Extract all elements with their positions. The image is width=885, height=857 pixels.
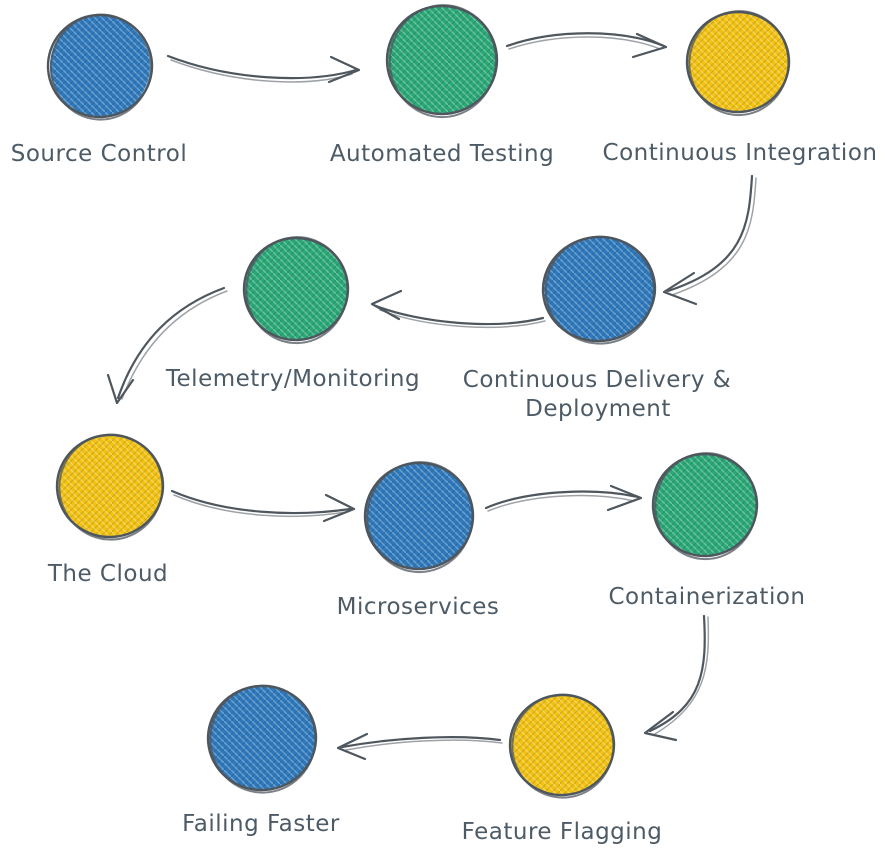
- source-control-label: Source Control: [11, 141, 187, 167]
- continuous-integration-node: [685, 10, 791, 117]
- arrow-feature-flagging-to-failing-faster: [336, 732, 503, 761]
- telemetry-monitoring-label: Telemetry/Monitoring: [165, 366, 420, 392]
- arrow-source-control-to-automated-testing: [166, 54, 361, 84]
- arrow-the-cloud-to-microservices: [170, 489, 356, 523]
- arrow-continuous-delivery-deployment-to-telemetry-monitoring: [370, 289, 546, 329]
- containerization-label: Containerization: [608, 584, 805, 610]
- continuous-delivery-deployment-label-line2: Deployment: [525, 396, 671, 422]
- the-cloud-label: The Cloud: [47, 561, 168, 587]
- source-control-node: [46, 13, 154, 121]
- continuous-delivery-deployment-node: [541, 235, 657, 345]
- arrow-microservices-to-containerization: [484, 484, 643, 512]
- arrow-continuous-integration-to-continuous-delivery-deployment: [662, 174, 757, 306]
- microservices-label: Microservices: [337, 594, 500, 620]
- automated-testing-label: Automated Testing: [330, 141, 554, 167]
- continuous-integration-label: Continuous Integration: [603, 140, 878, 166]
- feature-flagging-label: Feature Flagging: [462, 819, 663, 845]
- arrow-containerization-to-feature-flagging: [643, 614, 710, 742]
- arrow-automated-testing-to-continuous-integration: [505, 32, 668, 59]
- containerization-node: [651, 452, 759, 561]
- failing-faster-node: [206, 684, 318, 794]
- telemetry-monitoring-node: [242, 236, 350, 345]
- failing-faster-label: Failing Faster: [182, 811, 340, 837]
- continuous-delivery-deployment-label-line1: Continuous Delivery &: [463, 367, 731, 393]
- microservices-node: [363, 461, 475, 574]
- arrow-telemetry-monitoring-to-the-cloud: [106, 286, 228, 405]
- feature-flagging-node: [508, 693, 616, 799]
- the-cloud-node: [55, 433, 165, 541]
- automated-testing-node: [385, 4, 499, 119]
